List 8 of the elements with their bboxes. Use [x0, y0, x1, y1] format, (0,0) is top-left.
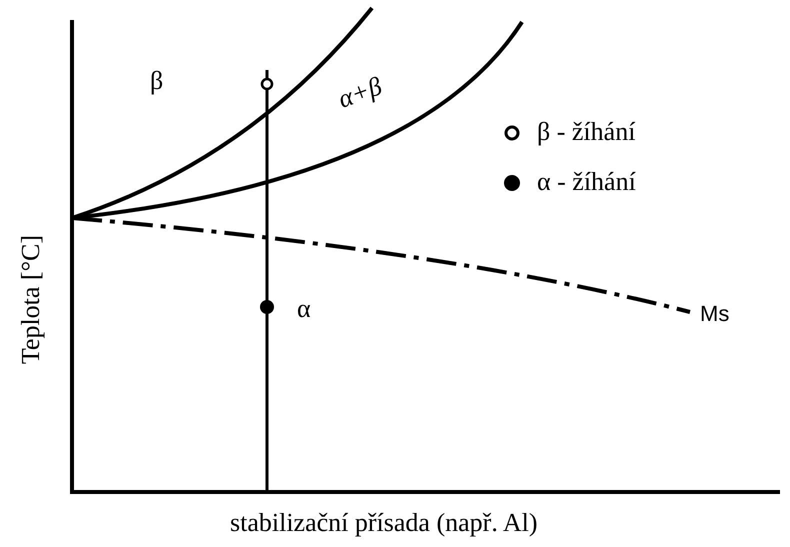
- phase-label: α: [297, 296, 311, 322]
- axis-title: Teplota [°C]: [18, 235, 44, 364]
- line-label: Ms: [700, 303, 730, 325]
- axis-title: stabilizační přísada (např. Al): [230, 510, 538, 536]
- legend-text: β - žíhání: [537, 119, 636, 145]
- phase-label: β: [150, 68, 164, 94]
- phase-label: α+β: [334, 73, 386, 113]
- legend-text: α - žíhání: [537, 169, 636, 195]
